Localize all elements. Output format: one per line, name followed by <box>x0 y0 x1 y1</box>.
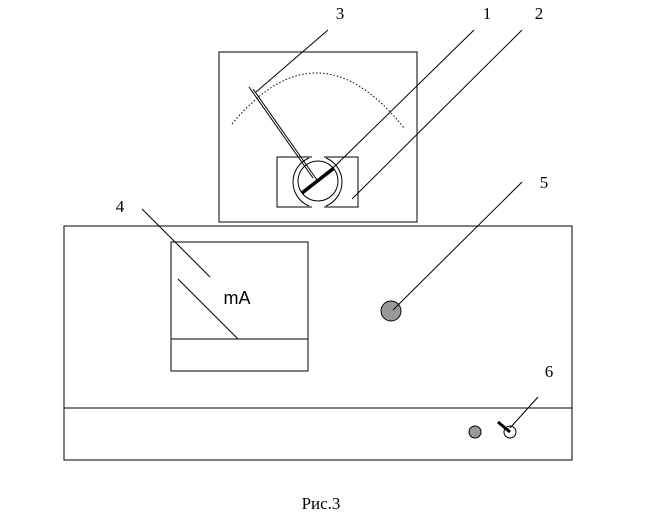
coil-circle <box>297 160 339 202</box>
label-1: 1 <box>483 4 492 23</box>
label-3: 3 <box>336 4 345 23</box>
pole-right <box>325 157 343 207</box>
label-2: 2 <box>535 4 544 23</box>
coil <box>300 166 336 195</box>
leader-3 <box>255 29 329 93</box>
milliammeter <box>170 241 309 372</box>
galvanometer-frame <box>218 51 418 223</box>
scale-arc <box>231 72 405 129</box>
label-5: 5 <box>540 173 549 192</box>
figure-caption: Рис.3 <box>302 494 341 513</box>
magnet-left <box>276 156 312 208</box>
magnet-right <box>324 156 359 208</box>
switch-lever <box>497 420 511 434</box>
terminal[interactable] <box>468 425 482 439</box>
needle <box>248 86 314 179</box>
leader-lines <box>141 29 539 429</box>
leader-4-lower <box>177 278 239 340</box>
leader-6 <box>509 396 539 429</box>
number-labels: 3 1 2 4 5 6 <box>116 4 554 381</box>
knob[interactable] <box>380 300 402 322</box>
instrument-base: mA <box>63 225 573 461</box>
leader-2 <box>351 29 523 200</box>
leader-5 <box>392 181 523 311</box>
galvanometer <box>218 51 418 223</box>
base-frame <box>63 225 573 461</box>
pole-left <box>292 157 310 207</box>
leader-4-upper <box>141 208 211 278</box>
needle-edge <box>252 88 318 181</box>
milliammeter-unit: mA <box>224 288 251 308</box>
label-4: 4 <box>116 197 125 216</box>
label-6: 6 <box>545 362 554 381</box>
leader-1 <box>332 29 475 169</box>
